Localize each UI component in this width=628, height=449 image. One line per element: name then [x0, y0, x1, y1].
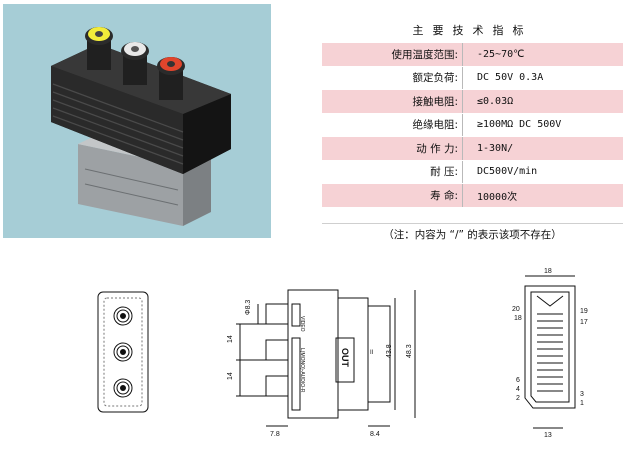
pin-number: 4 [516, 386, 520, 393]
pin-mark: II [370, 350, 374, 356]
side-view [236, 289, 416, 427]
dim-side-inner-height: 43.8 [386, 344, 393, 358]
spec-label: 使用温度范围: [322, 43, 463, 67]
spec-table-title: 主要技术指标 [412, 24, 533, 37]
product-photo [3, 4, 271, 238]
spec-row: 额定负荷: DC 50V 0.3A [322, 66, 623, 90]
spec-table: 使用温度范围: -25~70℃ 额定负荷: DC 50V 0.3A 接触电阻: … [322, 43, 623, 208]
spec-value: ≥100MΩ DC 500V [462, 113, 623, 137]
pin-number: 19 [580, 308, 588, 315]
pin-view [524, 275, 576, 429]
dim-side-pitch-1: 14 [227, 335, 234, 343]
pin-number: 18 [514, 315, 522, 322]
spec-label: 接触电阻: [322, 89, 463, 114]
label-out: OUT [340, 348, 350, 368]
spec-value: ≤0.03Ω [462, 89, 623, 114]
label-audio: L(MONO)-AUDIO-R [299, 348, 305, 393]
dim-pin-bottom: 13 [544, 432, 552, 439]
front-view [97, 291, 149, 413]
spec-label: 动 作 力: [322, 136, 463, 161]
spec-value: 1-30N/ [462, 136, 623, 161]
spec-note: （注：内容为 “/” 的表示该项不存在） [322, 223, 623, 246]
dim-pin-top: 18 [544, 268, 552, 275]
spec-row: 动 作 力: 1-30N/ [322, 136, 623, 161]
spec-value: 10000次 [462, 183, 623, 208]
dim-side-top: Φ8.3 [245, 300, 252, 315]
dim-side-bottom: 8.4 [370, 431, 380, 438]
pin-number: 6 [516, 377, 520, 384]
pin-number: 2 [516, 395, 520, 402]
label-video: VIDEO [299, 316, 305, 332]
spec-label: 绝缘电阻: [322, 113, 463, 137]
spec-row: 耐 压: DC500V/min [322, 160, 623, 184]
spec-value: -25~70℃ [462, 43, 623, 67]
pin-number: 17 [580, 319, 588, 326]
spec-row: 使用温度范围: -25~70℃ [322, 43, 623, 67]
spec-value: DC 50V 0.3A [462, 66, 623, 90]
spec-row: 寿 命: 10000次 [322, 183, 623, 208]
spec-label: 额定负荷: [322, 66, 463, 90]
pin-number: 3 [580, 391, 584, 398]
dim-side-left: 7.8 [270, 431, 280, 438]
pin-number: 20 [512, 306, 520, 313]
technical-drawing: Φ8.3 14 14 7.8 8.4 43.8 48.3 VIDEO L(MON… [97, 268, 588, 439]
dim-side-outer-height: 48.3 [406, 344, 413, 358]
dim-side-pitch-2: 14 [227, 372, 234, 380]
spec-row: 接触电阻: ≤0.03Ω [322, 89, 623, 114]
spec-label: 寿 命: [322, 183, 463, 208]
pin-number: 1 [580, 400, 584, 407]
spec-label: 耐 压: [322, 160, 463, 184]
spec-value: DC500V/min [462, 160, 623, 184]
spec-row: 绝缘电阻: ≥100MΩ DC 500V [322, 113, 623, 137]
